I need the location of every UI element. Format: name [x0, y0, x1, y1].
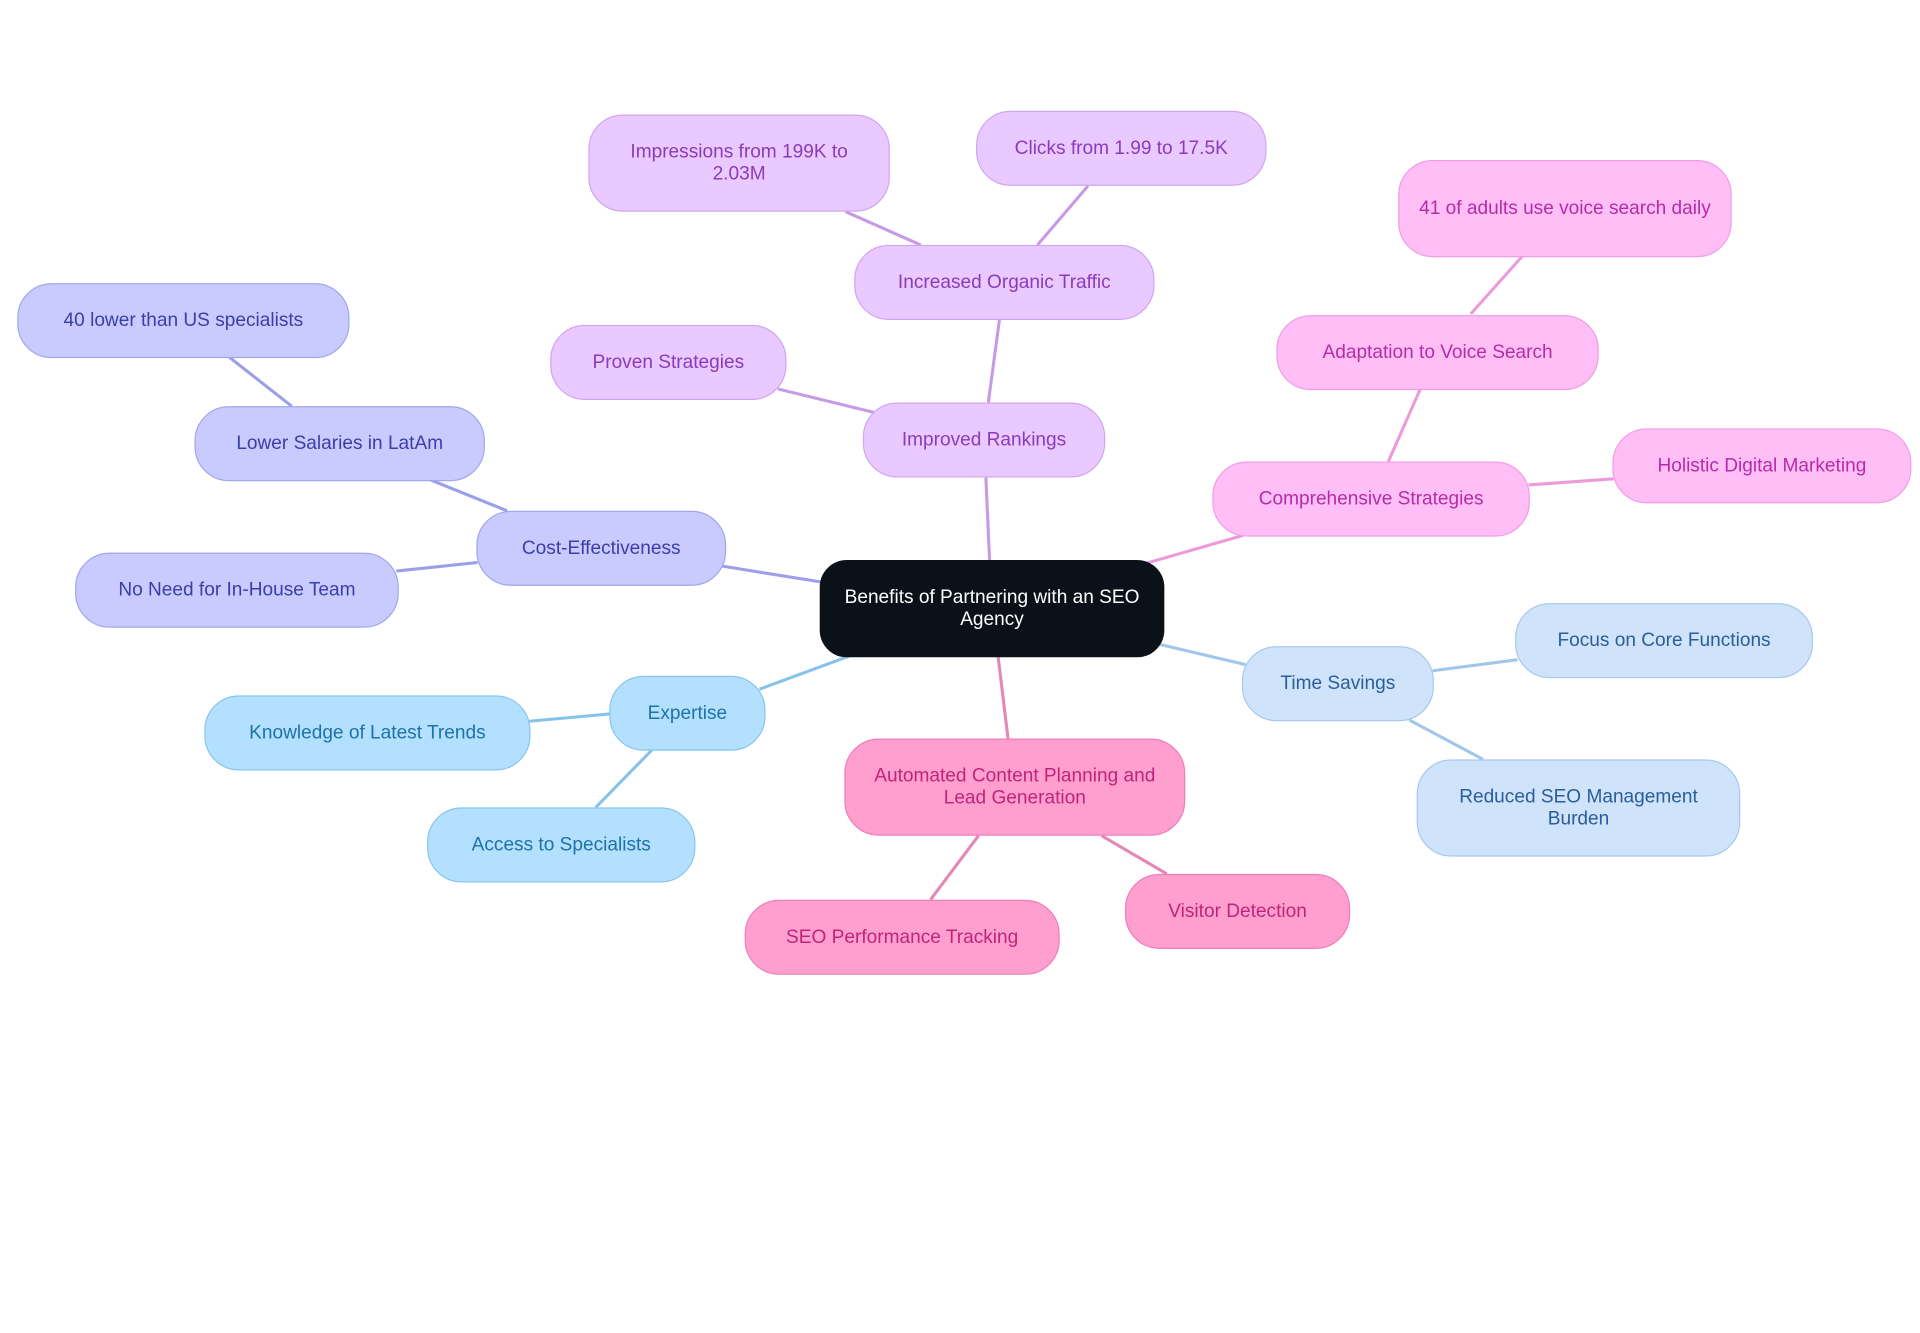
node-voice-search[interactable]: Adaptation to Voice Search	[1276, 315, 1599, 391]
link-time-reduced	[1408, 718, 1484, 761]
link-voice-41	[1469, 254, 1524, 315]
node-40-lower[interactable]: 40 lower than US specialists	[17, 283, 350, 359]
link-rank-proven	[777, 387, 875, 414]
node-label: SEO Performance Tracking	[786, 926, 1019, 948]
node-expertise[interactable]: Expertise	[609, 675, 766, 751]
link-organic-impr	[844, 210, 922, 247]
node-core-functions[interactable]: Focus on Core Functions	[1515, 603, 1813, 679]
node-label: Automated Content Planning and Lead Gene…	[874, 764, 1156, 809]
node-label: 41 of adults use voice search daily	[1419, 197, 1711, 219]
node-seo-tracking[interactable]: SEO Performance Tracking	[744, 899, 1060, 975]
node-label: Improved Rankings	[901, 428, 1067, 450]
node-time-savings[interactable]: Time Savings	[1241, 646, 1434, 722]
link-time-core	[1432, 658, 1518, 673]
link-organic-clicks	[1036, 184, 1090, 246]
link-exp-specialists	[594, 748, 654, 809]
node-41-adults[interactable]: 41 of adults use voice search daily	[1398, 160, 1732, 258]
node-label: Comprehensive Strategies	[1258, 488, 1484, 509]
node-access-specialists[interactable]: Access to Specialists	[427, 807, 696, 883]
node-label: Knowledge of Latest Trends	[249, 721, 486, 743]
link-auto-visitor	[1100, 834, 1168, 876]
node-latest-trends[interactable]: Knowledge of Latest Trends	[204, 695, 531, 771]
node-impressions[interactable]: Impressions from 199K to 2.03M	[588, 114, 890, 212]
link-auto-tracking	[929, 834, 980, 901]
link-comp-holistic	[1528, 477, 1614, 487]
link-rank-organic	[986, 319, 1001, 403]
connector-lines	[227, 184, 1614, 901]
node-label: Reduced SEO Management Burden	[1459, 785, 1698, 829]
node-label: No Need for In-House Team	[118, 579, 356, 601]
node-label: Clicks from 1.99 to 17.5K	[1014, 137, 1228, 159]
root-label: Benefits of Partnering with an SEO Agenc…	[844, 586, 1140, 630]
node-holistic[interactable]: Holistic Digital Marketing	[1612, 428, 1912, 504]
node-comprehensive-strategies[interactable]: Comprehensive Strategies	[1212, 461, 1530, 537]
link-root-time	[1156, 642, 1246, 667]
link-root-auto	[996, 657, 1010, 739]
node-label: Increased Organic Traffic	[897, 271, 1111, 293]
link-root-cost	[722, 564, 823, 584]
node-label: 40 lower than US specialists	[63, 309, 304, 331]
node-label: Visitor Detection	[1168, 900, 1307, 922]
node-label: Focus on Core Functions	[1557, 629, 1771, 651]
link-root-rank	[984, 477, 992, 561]
link-root-comp	[1144, 533, 1244, 566]
link-exp-trends	[529, 712, 611, 723]
node-label: Impressions from 199K to 2.03M	[630, 140, 848, 185]
link-root-exp	[758, 654, 850, 691]
node-automated-content[interactable]: Automated Content Planning and Lead Gene…	[844, 738, 1186, 836]
node-label: Proven Strategies	[592, 351, 745, 373]
node-lower-salaries[interactable]: Lower Salaries in LatAm	[194, 406, 485, 482]
root-node[interactable]: Benefits of Partnering with an SEO Agenc…	[819, 560, 1165, 658]
node-reduced-burden[interactable]: Reduced SEO Management Burden	[1416, 759, 1741, 857]
node-clicks[interactable]: Clicks from 1.99 to 17.5K	[976, 110, 1267, 186]
node-proven-strategies[interactable]: Proven Strategies	[550, 324, 787, 401]
node-label: Lower Salaries in LatAm	[236, 432, 444, 454]
node-label: Cost-Effectiveness	[521, 537, 681, 559]
link-comp-voice	[1386, 388, 1422, 463]
node-label: Time Savings	[1280, 672, 1396, 694]
node-cost-effectiveness[interactable]: Cost-Effectiveness	[476, 510, 727, 586]
node-label: Access to Specialists	[471, 833, 651, 855]
node-visitor-detection[interactable]: Visitor Detection	[1124, 873, 1351, 949]
link-cost-inhouse	[396, 560, 478, 573]
link-cost-salaries	[430, 478, 508, 513]
link-salaries-40	[227, 355, 293, 408]
node-label: Adaptation to Voice Search	[1322, 341, 1553, 363]
node-label: Holistic Digital Marketing	[1657, 454, 1867, 476]
node-label: Expertise	[647, 702, 728, 724]
node-improved-rankings[interactable]: Improved Rankings	[862, 402, 1106, 478]
node-organic-traffic[interactable]: Increased Organic Traffic	[854, 244, 1155, 321]
node-no-in-house[interactable]: No Need for In-House Team	[75, 552, 399, 628]
